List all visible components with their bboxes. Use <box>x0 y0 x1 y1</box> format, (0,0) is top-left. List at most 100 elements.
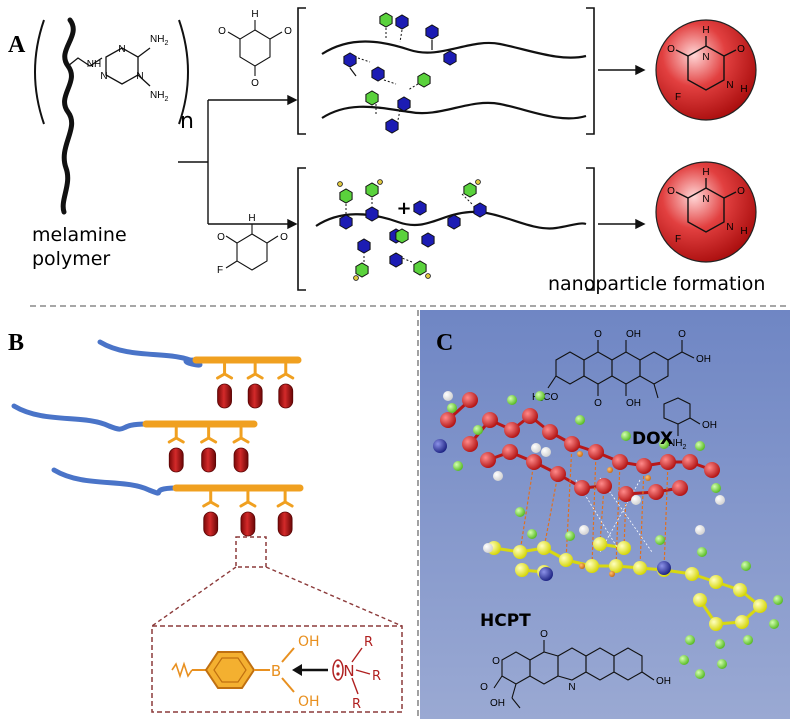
hcpt-o-2: O <box>492 656 500 667</box>
green-hexagon <box>365 182 379 198</box>
halogen-atom <box>527 529 537 539</box>
green-hexagon <box>339 188 353 204</box>
hcpt-atom <box>617 541 631 555</box>
fu-small-h: H <box>248 213 255 224</box>
boronic-acid-pendant <box>232 426 250 444</box>
melamine-polymer-structure <box>34 17 189 215</box>
green-hexagon <box>395 228 409 244</box>
pendant-atom <box>425 273 431 279</box>
hydrogen-atom <box>443 391 453 401</box>
right-parenthesis <box>178 19 189 125</box>
dox-atom <box>440 412 456 428</box>
ring-n-top: N <box>118 44 125 55</box>
halogen-atom <box>565 531 575 541</box>
panel-a-label: A <box>8 32 26 58</box>
blue-hexagon <box>425 24 439 40</box>
drug-pill <box>168 447 184 473</box>
hcpt-atom <box>513 545 527 559</box>
panel-c-label: C <box>436 330 453 356</box>
dox-o-1: O <box>594 329 602 340</box>
blue-hexagon <box>385 118 399 134</box>
panel-c: C O OH O OH H₃CO O OH OH NH2 <box>420 310 790 719</box>
dox-oh-1: OH <box>626 329 641 340</box>
hcpt-oh-2: OH <box>656 676 671 687</box>
halogen-atom <box>711 483 721 493</box>
stacking-interaction <box>615 461 621 567</box>
dox-atom <box>612 454 628 470</box>
hcpt-atom <box>685 567 699 581</box>
blue-hexagon <box>365 206 379 222</box>
halogen-atom <box>655 535 665 545</box>
np-bot-h: H <box>702 167 709 178</box>
hydrogen-atom <box>483 543 493 553</box>
panel-c-background <box>420 310 790 719</box>
np-top-h2: H <box>740 84 747 95</box>
np-bot-o-left: O <box>667 186 675 197</box>
dox-atom <box>588 444 604 460</box>
positive-charge: + <box>396 198 411 219</box>
zoom-source-box <box>235 536 267 568</box>
left-parenthesis <box>34 19 45 125</box>
blue-hexagon <box>395 14 409 30</box>
dox-nh2: NH2 <box>668 438 686 451</box>
hydrogen-bond <box>407 83 419 91</box>
blue-hexagon <box>413 200 427 216</box>
boronic-acid-pendant <box>277 362 295 380</box>
halogen-atom <box>741 561 751 571</box>
fu-small-o-left: O <box>217 232 225 243</box>
reaction-arrows <box>178 64 646 230</box>
hydrogen-atom <box>579 525 589 535</box>
zoom-detail-box <box>151 625 403 713</box>
hydrogen-atom <box>631 495 641 505</box>
halogen-atom <box>697 547 707 557</box>
np-bot-f: F <box>675 234 681 245</box>
halogen-atom <box>743 635 753 645</box>
halogen-atom <box>453 461 463 471</box>
stacking-interaction <box>565 443 573 561</box>
np-top-o-left: O <box>667 44 675 55</box>
halogen-atom <box>715 639 725 649</box>
cya-o-right: O <box>284 26 292 37</box>
hcpt-atom <box>537 541 551 555</box>
np-top-h: H <box>702 25 709 36</box>
stacking-interaction <box>639 465 645 569</box>
hcpt-atom <box>733 583 747 597</box>
np-bot-o-right: O <box>737 186 745 197</box>
drug-pill <box>240 511 256 537</box>
blue-hexagon <box>443 50 457 66</box>
result-caption: nanoparticle formation <box>548 273 765 295</box>
hcpt-atom <box>633 561 647 575</box>
np-top-n2: N <box>726 80 733 91</box>
hydrogen-bond <box>401 257 413 263</box>
complex-brackets <box>297 7 595 291</box>
hydrogen-bond <box>399 29 403 43</box>
blue-hexagon <box>447 214 461 230</box>
dox-label: DOX <box>632 429 673 449</box>
interaction-center <box>579 563 585 569</box>
oh-lower-label: OH <box>298 694 320 710</box>
fu-small-f: F <box>217 265 223 276</box>
r-lower-label: R <box>352 697 361 712</box>
dox-atom <box>550 466 566 482</box>
nitrogen-label: N <box>343 662 354 680</box>
interaction-center <box>645 475 651 481</box>
monomer-caption-line2: polymer <box>32 248 110 270</box>
pendant-bond <box>349 67 357 77</box>
boronic-acid-detail <box>171 647 371 695</box>
stacking-interaction <box>599 477 653 553</box>
dox-atom <box>672 480 688 496</box>
drug-pill <box>203 511 219 537</box>
interaction-center <box>609 571 615 577</box>
stacking-interaction <box>519 461 535 553</box>
blue-hexagon <box>343 52 357 68</box>
nanoparticle-top <box>655 19 757 121</box>
hcpt-atom <box>593 537 607 551</box>
chain-upper <box>321 40 587 59</box>
drug-pill <box>277 511 293 537</box>
drug-pill <box>217 383 232 409</box>
hydrogen-atom <box>715 495 725 505</box>
pendant-atom <box>475 179 481 185</box>
panel-b-label: B <box>8 330 24 356</box>
dox-atom <box>502 444 518 460</box>
dox-atom <box>636 458 652 474</box>
